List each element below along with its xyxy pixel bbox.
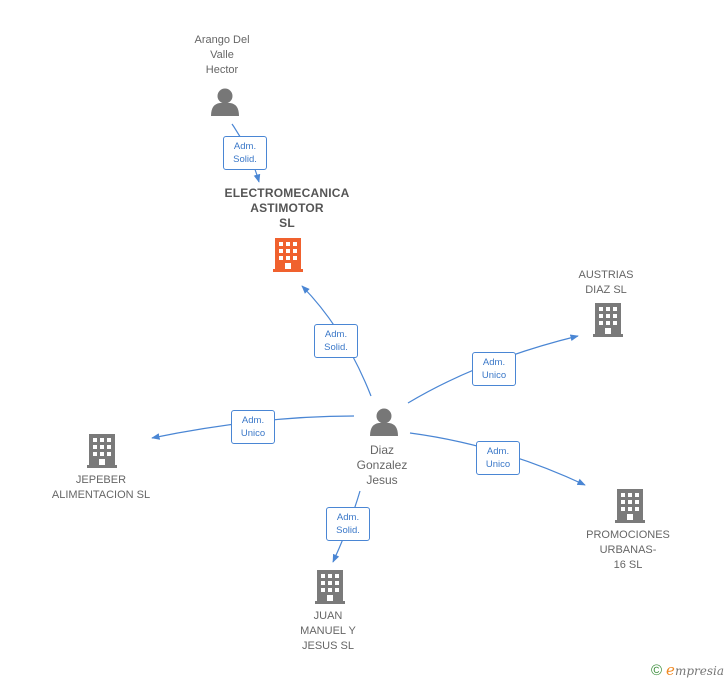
person-icon xyxy=(370,408,398,436)
edge-badge-diaz-electromecanica[interactable]: Adm. Solid. xyxy=(314,324,358,358)
badge-line: Adm. xyxy=(482,357,506,368)
node-label-juan[interactable]: JUAN MANUEL Y JESUS SL xyxy=(300,609,356,654)
label-line: Hector xyxy=(205,64,239,76)
label-line: PROMOCIONES xyxy=(586,529,670,541)
edge-badge-diaz-austrias[interactable]: Adm. Unico xyxy=(472,352,516,386)
label-line: JESUS SL xyxy=(302,640,354,652)
badge-line: Adm. xyxy=(241,415,265,426)
edge-badge-diaz-jepeber[interactable]: Adm. Unico xyxy=(231,410,275,444)
edge-badge-arango-electromecanica[interactable]: Adm. Solid. xyxy=(223,136,267,170)
brand-e: e xyxy=(666,661,675,679)
label-line: JUAN xyxy=(313,610,343,622)
badge-line: Adm. xyxy=(233,141,257,152)
label-line: DIAZ SL xyxy=(585,284,627,296)
label-line: MANUEL Y xyxy=(300,625,356,637)
badge-line: Solid. xyxy=(233,154,257,165)
node-label-jepeber[interactable]: JEPEBER ALIMENTACION SL xyxy=(52,473,150,503)
badge-line: Unico xyxy=(485,459,511,470)
node-label-austrias[interactable]: AUSTRIAS DIAZ SL xyxy=(578,268,633,298)
node-label-electromecanica[interactable]: ELECTROMECANICA ASTIMOTOR SL xyxy=(225,186,350,231)
badge-line: Unico xyxy=(240,428,266,439)
brand-rest: mpresia xyxy=(674,664,724,678)
node-label-arango[interactable]: Arango Del Valle Hector xyxy=(194,33,249,78)
brand-logo: empresia xyxy=(666,661,724,679)
building-icon-austrias xyxy=(593,303,623,337)
copyright-icon: © xyxy=(650,661,663,679)
person-icon xyxy=(211,88,239,116)
label-line: ELECTROMECANICA xyxy=(224,186,350,200)
label-line: Valle xyxy=(210,49,234,61)
label-line: ALIMENTACION SL xyxy=(51,489,151,501)
badge-line: Adm. xyxy=(336,512,360,523)
node-label-diaz[interactable]: Diaz Gonzalez Jesus xyxy=(357,443,408,488)
building-icon-electromecanica xyxy=(273,238,303,272)
edge-badge-diaz-juan[interactable]: Adm. Solid. xyxy=(326,507,370,541)
label-line: Jesus xyxy=(366,473,398,487)
label-line: URBANAS- xyxy=(599,544,657,556)
badge-line: Unico xyxy=(481,370,507,381)
badge-line: Solid. xyxy=(324,342,348,353)
badge-line: Adm. xyxy=(486,446,510,457)
node-label-promociones[interactable]: PROMOCIONES URBANAS- 16 SL xyxy=(586,528,670,573)
label-line: ASTIMOTOR xyxy=(250,201,324,215)
label-line: JEPEBER xyxy=(75,474,127,486)
footer-brand[interactable]: © empresia xyxy=(651,661,724,679)
label-line: Gonzalez xyxy=(356,458,408,472)
label-line: 16 SL xyxy=(613,559,643,571)
building-icon-juan xyxy=(315,570,345,604)
badge-line: Adm. xyxy=(324,329,348,340)
building-icon-promociones xyxy=(615,489,645,523)
label-line: SL xyxy=(279,216,295,230)
building-icon-jepeber xyxy=(87,434,117,468)
label-line: Arango Del xyxy=(194,34,250,46)
label-line: AUSTRIAS xyxy=(578,269,634,281)
badge-line: Solid. xyxy=(336,525,360,536)
edge-badge-diaz-promociones[interactable]: Adm. Unico xyxy=(476,441,520,475)
label-line: Diaz xyxy=(369,443,395,457)
